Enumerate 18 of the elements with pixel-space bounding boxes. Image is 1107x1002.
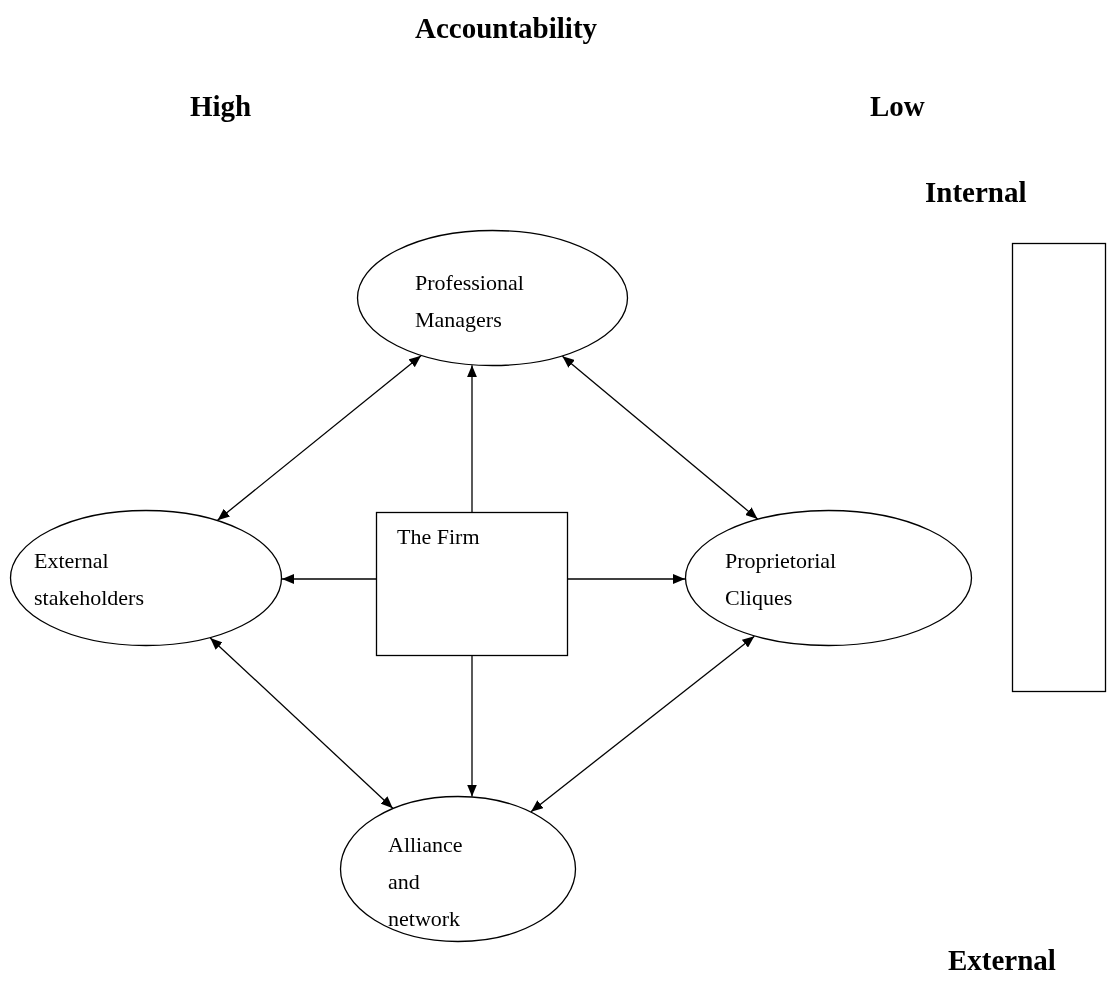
node-label: The Firm	[397, 523, 481, 551]
node-label: Alliance and network	[388, 831, 464, 933]
double-arrow	[216, 355, 422, 521]
arrow	[467, 364, 477, 513]
diagram-title: Accountability	[415, 12, 598, 45]
double-arrow	[561, 355, 759, 520]
arrow	[281, 574, 377, 584]
axis-label: External	[948, 944, 1056, 977]
node-label: External stakeholders	[34, 547, 145, 612]
double-arrow	[530, 635, 755, 813]
arrow	[467, 655, 477, 798]
node-label: Proprietorial Cliques	[725, 547, 838, 612]
node-label: Professional Managers	[415, 269, 525, 334]
double-arrow	[209, 637, 394, 809]
axis-label: High	[190, 90, 252, 123]
arrow	[567, 574, 686, 584]
axis-label: Internal	[925, 176, 1027, 209]
axis-label: Low	[870, 90, 925, 123]
